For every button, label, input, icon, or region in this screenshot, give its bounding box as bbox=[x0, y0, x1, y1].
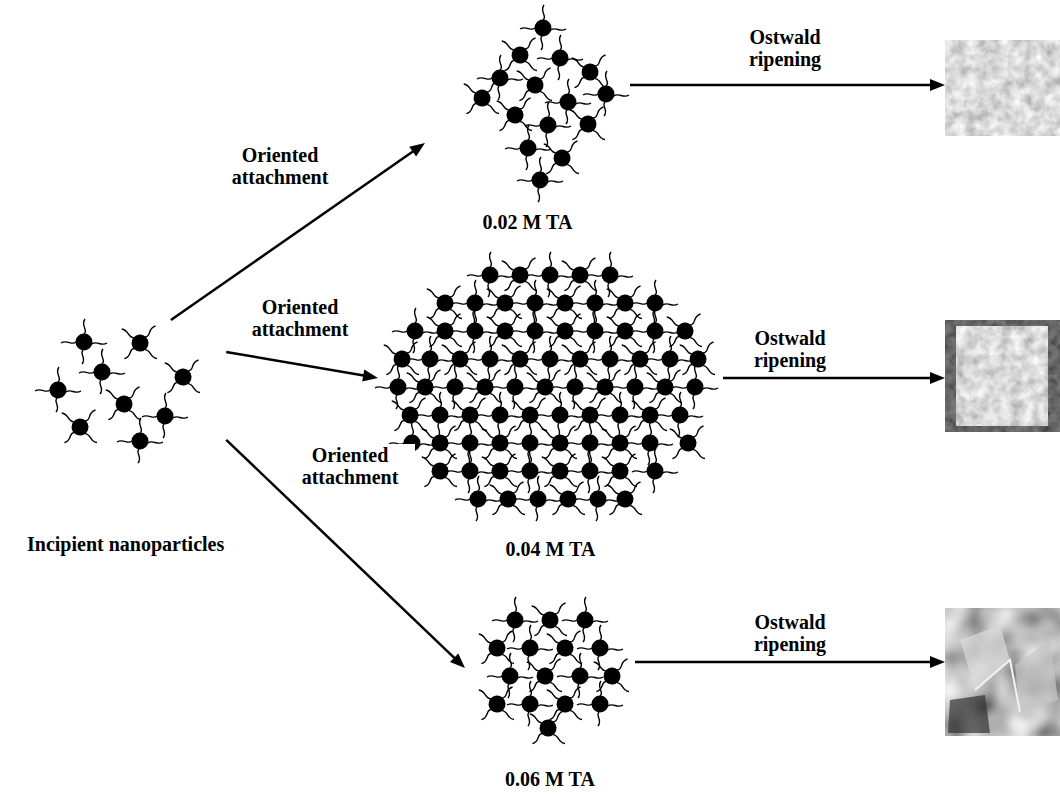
connector-line bbox=[226, 440, 455, 659]
connector-line bbox=[630, 84, 932, 87]
compact-cluster bbox=[465, 588, 644, 760]
nanoparticle-cluster: 0.04 M TA bbox=[378, 250, 723, 560]
arrow-connector bbox=[171, 143, 425, 320]
edge-label: Ostwald ripening bbox=[730, 26, 840, 70]
arrow-connector bbox=[630, 79, 945, 91]
edge-label: Ostwald ripening bbox=[735, 611, 845, 655]
arrowhead bbox=[362, 370, 378, 382]
incipient-cluster bbox=[35, 311, 215, 463]
arrow-connector bbox=[226, 352, 378, 381]
sparse-cluster bbox=[450, 5, 629, 202]
arrowhead bbox=[930, 372, 945, 384]
edge-label: Oriented attachment bbox=[215, 144, 345, 188]
cluster-label: 0.04 M TA bbox=[506, 538, 596, 560]
arrow-connector bbox=[635, 656, 945, 668]
arrowhead bbox=[930, 656, 945, 668]
arrow-connector bbox=[226, 440, 465, 668]
cluster-label: 0.02 M TA bbox=[483, 211, 573, 233]
dense-cluster bbox=[370, 243, 730, 531]
connector-line bbox=[635, 661, 932, 664]
sem-image bbox=[945, 38, 1060, 138]
cluster-label: Incipient nanoparticles bbox=[27, 533, 224, 555]
sem-image bbox=[945, 318, 1060, 434]
nanoparticle-cluster: 0.06 M TA bbox=[465, 598, 635, 790]
cluster-label: 0.06 M TA bbox=[505, 768, 595, 790]
connector-line bbox=[723, 377, 932, 380]
edge-label: Ostwald ripening bbox=[735, 327, 845, 371]
connector-line bbox=[226, 352, 365, 376]
nanoparticle-cluster: Incipient nanoparticles bbox=[25, 320, 226, 555]
arrowhead bbox=[450, 653, 465, 668]
edge-label: Oriented attachment bbox=[285, 444, 415, 488]
arrowhead bbox=[930, 79, 945, 91]
edge-label: Oriented attachment bbox=[235, 296, 365, 340]
arrow-connector bbox=[723, 372, 945, 384]
nanoparticle-cluster: 0.02 M TA bbox=[425, 8, 630, 233]
sem-micrograph bbox=[945, 40, 1060, 736]
arrowhead bbox=[409, 143, 425, 156]
sem-image bbox=[945, 606, 1060, 736]
